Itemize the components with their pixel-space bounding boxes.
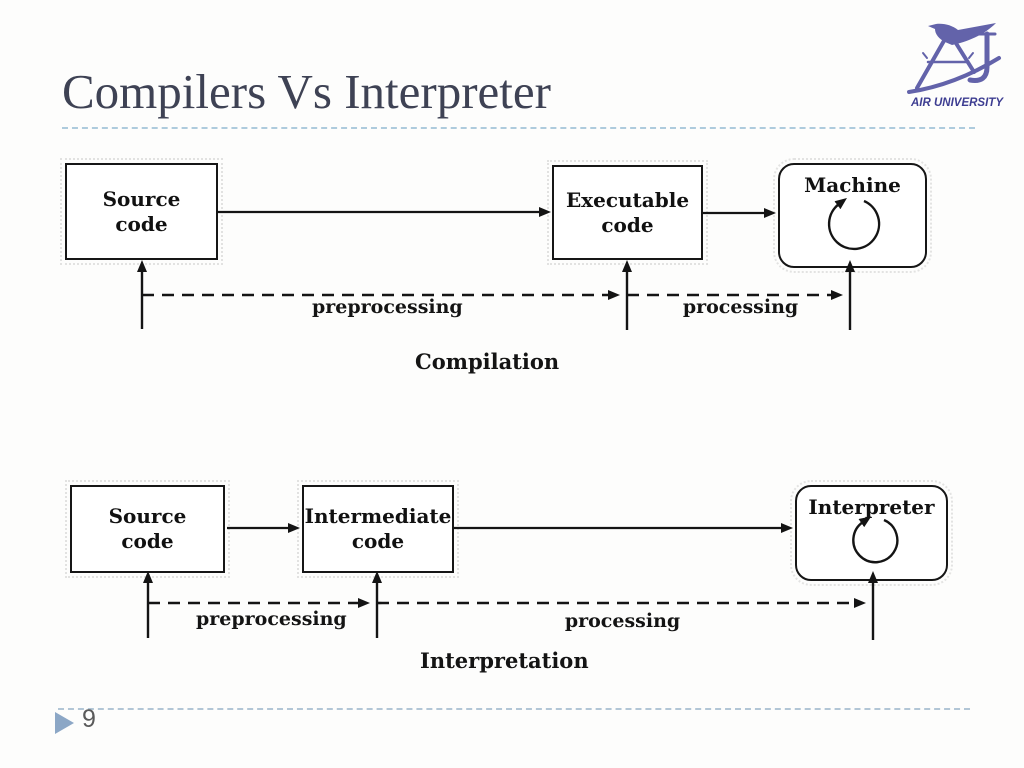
compilation-processing-label: processing	[682, 296, 799, 318]
compilation-caption: Compilation	[415, 349, 560, 374]
interpretation-source-code-box: Source code	[65, 480, 230, 578]
compilation-source-code-box: Source code	[60, 158, 223, 265]
air-university-logo: AIR UNIVERSITY	[903, 8, 1011, 110]
box-label-line: Machine	[804, 173, 901, 197]
eagle-icon	[928, 23, 996, 45]
box-label-line: code	[601, 212, 654, 237]
box-label-line: Source	[108, 504, 187, 528]
interpretation-intermediate-code-box: Intermediate code	[297, 480, 459, 578]
box-label-line: Intermediate	[304, 504, 452, 528]
logo-swoosh	[907, 56, 1001, 94]
box-label-line: code	[121, 529, 174, 553]
compilation-executable-code-box: Executable code	[547, 160, 708, 265]
logo-text: AIR UNIVERSITY	[910, 97, 1004, 109]
box-label-line: code	[351, 529, 405, 553]
interpretation-processing-label: processing	[564, 610, 681, 632]
logo-a-left-leg	[915, 30, 951, 90]
box-label-line: Source	[102, 186, 181, 211]
interpretation-caption: Interpretation	[420, 648, 589, 673]
compilation-machine-box: Machine	[773, 158, 932, 273]
compilation-preprocessing-label: preprocessing	[312, 296, 463, 318]
box-label-line: Executable	[565, 187, 690, 212]
page-number: 9	[82, 705, 96, 733]
box-label-line: code	[115, 211, 168, 236]
air-university-logo-graphic: AIR UNIVERSITY	[907, 23, 1004, 109]
interpretation-preprocessing-label: preprocessing	[196, 608, 347, 630]
title-divider	[62, 127, 975, 129]
footer-divider	[58, 708, 970, 710]
slide-title: Compilers Vs Interpreter	[62, 64, 551, 119]
logo-crossbar-ticks	[922, 52, 974, 59]
interpretation-interpreter-box: Interpreter	[790, 480, 953, 586]
page-marker-icon	[55, 712, 74, 734]
box-label-line: Interpreter	[808, 495, 935, 519]
